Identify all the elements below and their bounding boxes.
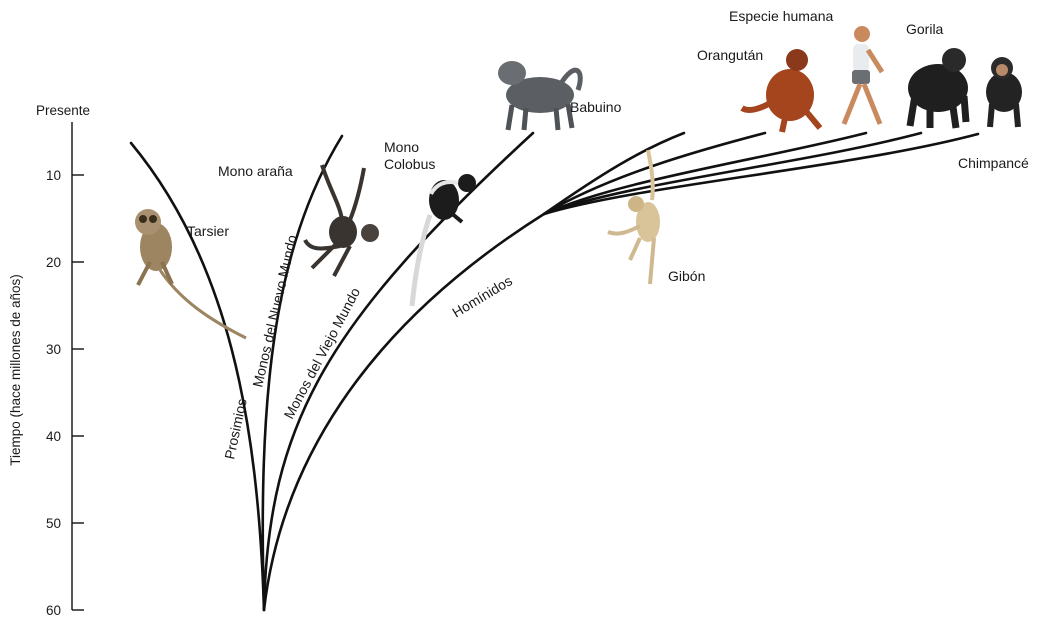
group-label-new-world: Monos del Nuevo Mundo: [249, 233, 300, 388]
taxon-label-human: Especie humana: [729, 8, 834, 24]
taxon-label-orangutan: Orangután: [697, 47, 763, 63]
axis-tick-label: 40: [46, 429, 61, 444]
group-label-hominids: Homínidos: [449, 272, 515, 320]
time-axis: Presente 10 20 30 40 50 60 Tiempo (hace …: [8, 103, 90, 618]
baboon-illustration: [498, 61, 580, 130]
spider-monkey-illustration: [305, 165, 379, 276]
group-label-prosimians: Prosimios: [221, 397, 249, 460]
branch-chimpanzee: [544, 134, 978, 214]
taxon-label-gibbon: Gibón: [668, 268, 705, 284]
taxon-label-colobus-line2: Colobus: [384, 156, 435, 172]
chimpanzee-illustration: [986, 57, 1022, 127]
taxon-label-tarsier: Tarsier: [187, 223, 229, 239]
taxon-label-colobus-line1: Mono: [384, 139, 419, 155]
axis-tick-label: 30: [46, 342, 61, 357]
axis-tick-label: 20: [46, 255, 61, 270]
gibbon-illustration: [608, 150, 660, 284]
axis-tick-label: 60: [46, 603, 61, 618]
axis-title: Tiempo (hace millones de años): [8, 274, 23, 466]
axis-tick-label: 10: [46, 168, 61, 183]
human-illustration: [844, 26, 882, 124]
axis-tick-label: 50: [46, 516, 61, 531]
group-label-old-world: Monos del Viejo Mundo: [281, 285, 364, 422]
gorilla-illustration: [908, 48, 968, 128]
branch-gorilla: [544, 133, 921, 214]
branch-hominids-trunk: [264, 214, 544, 610]
taxon-label-spider-monkey: Mono araña: [218, 163, 293, 179]
taxon-label-gorilla: Gorila: [906, 21, 944, 37]
taxon-label-chimpanzee: Chimpancé: [958, 155, 1029, 171]
taxon-label-baboon: Babuino: [570, 99, 622, 115]
axis-present-label: Presente: [36, 103, 90, 118]
